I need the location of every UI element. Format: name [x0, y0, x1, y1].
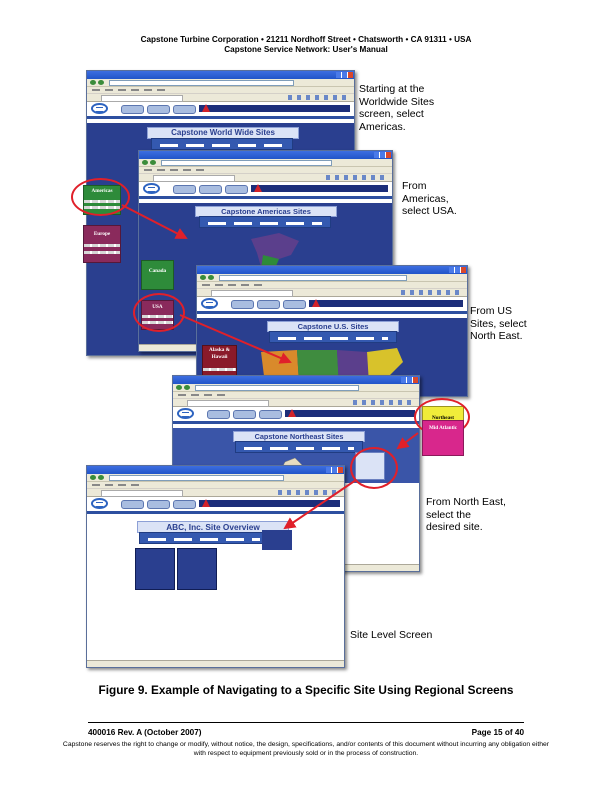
- goto-button[interactable]: [121, 105, 144, 114]
- alert-icon: [312, 299, 320, 307]
- capstone-logo-icon: [91, 498, 108, 509]
- screenshot-americas-sites: Capstone Americas Sites: [138, 150, 393, 352]
- alert-icon: [202, 104, 210, 112]
- americas-highlight: [71, 178, 130, 216]
- callout-step-2: From Americas, select USA.: [402, 180, 457, 217]
- turbine-panel-1[interactable]: [135, 548, 175, 590]
- footer-page-number: Page 15 of 40: [471, 728, 524, 737]
- help-button[interactable]: [173, 105, 196, 114]
- capstone-logo-icon: [201, 298, 218, 309]
- goto-button-2[interactable]: [147, 500, 170, 509]
- callout-step-4: From North East, select the desired site…: [426, 496, 506, 533]
- mid-atlantic-card[interactable]: Mid Atlantic: [422, 420, 464, 456]
- callout-step-1: Starting at the Worldwide Sites screen, …: [359, 83, 435, 133]
- callout-step-5: Site Level Screen: [350, 629, 433, 641]
- site-highlight: [350, 447, 398, 489]
- alert-icon: [288, 409, 296, 417]
- footer-disclaimer: Capstone reserves the right to change or…: [62, 741, 550, 757]
- header-company-line: Capstone Turbine Corporation • 21211 Nor…: [140, 35, 472, 44]
- screenshot-site-overview: ABC, Inc. Site Overview: [86, 465, 345, 668]
- help-button[interactable]: [173, 500, 196, 509]
- turbine-panel-2[interactable]: [177, 548, 217, 590]
- capstone-logo-icon: [143, 183, 160, 194]
- header-manual-title: Capstone Service Network: User's Manual: [224, 45, 388, 54]
- footer-revision: 400016 Rev. A (October 2007): [88, 728, 202, 737]
- capstone-logo-icon: [177, 408, 194, 419]
- footer-divider: [88, 722, 524, 723]
- usa-highlight: [133, 293, 185, 332]
- alert-icon: [202, 499, 210, 507]
- alert-icon: [254, 184, 262, 192]
- site-summary-box: [262, 530, 292, 550]
- callout-step-3: From US Sites, select North East.: [470, 305, 527, 342]
- figure-caption: Figure 9. Example of Navigating to a Spe…: [98, 683, 514, 697]
- europe-card[interactable]: Europe: [83, 225, 121, 263]
- canada-card[interactable]: Canada: [141, 260, 174, 290]
- capstone-logo-icon: [91, 103, 108, 114]
- goto-button[interactable]: [121, 500, 144, 509]
- goto-button-2[interactable]: [147, 105, 170, 114]
